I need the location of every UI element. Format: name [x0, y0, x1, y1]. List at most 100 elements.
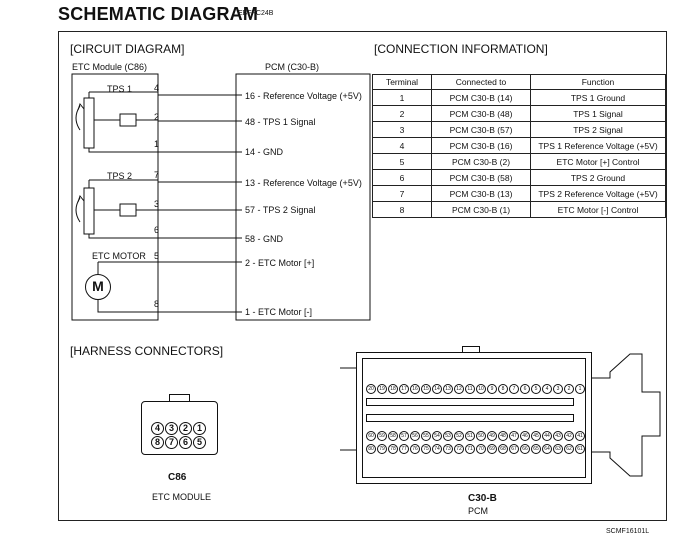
c30b-pin: 60 [366, 431, 376, 441]
c30b-pin: 68 [498, 444, 508, 454]
c30b-pin: 46 [520, 431, 530, 441]
pcm-pin-16-label: 16 - Reference Voltage (+5V) [245, 91, 362, 101]
c30b-pin: 52 [454, 431, 464, 441]
pin-2-label: 2 [154, 112, 160, 122]
c30b-pin: 74 [432, 444, 442, 454]
motor-symbol: M [92, 278, 104, 294]
c30b-pin: 48 [498, 431, 508, 441]
c30b-pin: 20 [366, 384, 376, 394]
c30b-pin: 71 [465, 444, 475, 454]
c30b-pin: 41 [575, 431, 585, 441]
c30b-pin: 61 [575, 444, 585, 454]
circuit-diagram-title: [CIRCUIT DIAGRAM] [70, 42, 185, 56]
c30b-pin: 43 [553, 431, 563, 441]
c86-pin: 1 [193, 422, 206, 435]
pin-5-label: 5 [154, 251, 160, 261]
c86-latch [169, 394, 190, 402]
c30b-pin: 12 [454, 384, 464, 394]
pcm-pin-13-label: 13 - Reference Voltage (+5V) [245, 178, 362, 188]
c30b-pin: 57 [399, 431, 409, 441]
c30b-lever [592, 353, 661, 477]
c30b-pin: 59 [377, 431, 387, 441]
c30b-pin: 17 [399, 384, 409, 394]
pcm-pin-1-label: 1 - ETC Motor [-] [245, 307, 313, 317]
c86-pin: 7 [165, 436, 178, 449]
c30b-pin: 9 [487, 384, 497, 394]
c86-pin: 4 [151, 422, 164, 435]
pin-1-label: 1 [154, 139, 160, 149]
c30b-pin: 49 [487, 431, 497, 441]
c30b-pin: 65 [531, 444, 541, 454]
c30b-pin: 75 [421, 444, 431, 454]
c30b-pin: 55 [421, 431, 431, 441]
c30b-pin: 51 [465, 431, 475, 441]
c30b-pin: 42 [564, 431, 574, 441]
c30b-pin: 1 [575, 384, 585, 394]
c30b-pin: 54 [432, 431, 442, 441]
pcm-pin-58-label: 58 - GND [245, 234, 284, 244]
pcm-pin-14-label: 14 - GND [245, 147, 284, 157]
tps1-label: TPS 1 [107, 84, 133, 94]
c86-pin: 2 [179, 422, 192, 435]
c30b-pin: 53 [443, 431, 453, 441]
c30b-pin: 6 [520, 384, 530, 394]
c30b-pin: 10 [476, 384, 486, 394]
c30b-pin: 7 [509, 384, 519, 394]
tps2-label: TPS 2 [107, 171, 133, 181]
pin-4-label: 4 [154, 83, 160, 93]
motor-icon: M [85, 274, 111, 300]
document-code: EBFFC24B [238, 10, 274, 17]
c86-pin: 8 [151, 436, 164, 449]
harness-connectors-title: [HARNESS CONNECTORS] [70, 344, 224, 358]
etc-module-label: ETC Module (C86) [72, 62, 148, 72]
c30b-inner-frame [362, 358, 586, 478]
tps2-resistor [83, 187, 95, 235]
etc-module-outline [71, 73, 159, 321]
c30b-pin: 14 [432, 384, 442, 394]
pin-6-label: 6 [154, 225, 160, 235]
c30b-pin: 16 [410, 384, 420, 394]
c86-pin: 5 [193, 436, 206, 449]
tps2-gnd-wire [88, 234, 158, 239]
pin-7-label: 7 [154, 170, 160, 180]
pcm-pin-48-label: 48 - TPS 1 Signal [245, 117, 316, 127]
tps1-arrowhead [77, 102, 85, 111]
pcm-outline [235, 73, 371, 321]
etc-motor-label: ETC MOTOR [92, 251, 146, 261]
pcm-pin-2-label: 2 - ETC Motor [+] [245, 258, 315, 268]
tps1-wiper [94, 113, 158, 127]
c30b-slot-row [366, 398, 574, 406]
pin-8-label: 8 [154, 299, 160, 309]
connection-info-title: [CONNECTION INFORMATION] [374, 42, 548, 56]
c30b-pin: 19 [377, 384, 387, 394]
tps1-gnd-wire [88, 92, 150, 153]
tps2-wiper [94, 203, 158, 217]
c86-pin: 3 [165, 422, 178, 435]
c30b-pin: 15 [421, 384, 431, 394]
c30b-pin: 80 [366, 444, 376, 454]
c30b-pin: 63 [553, 444, 563, 454]
page-title: SCHEMATIC DIAGRAM [58, 4, 259, 24]
c30b-pin: 8 [498, 384, 508, 394]
c30b-pin: 64 [542, 444, 552, 454]
figure-code: SCMF16101L [606, 528, 650, 535]
tps2-ref-wire [88, 179, 158, 188]
c30b-pin: 67 [509, 444, 519, 454]
c30b-pin: 18 [388, 384, 398, 394]
c30b-latch [462, 346, 480, 353]
tps1-resistor [83, 97, 95, 149]
c30b-caption: PCM [468, 506, 488, 516]
c30b-pin: 72 [454, 444, 464, 454]
c30b-pin: 58 [388, 431, 398, 441]
tps2-arrowhead [77, 194, 85, 203]
pin-3-label: 3 [154, 199, 160, 209]
